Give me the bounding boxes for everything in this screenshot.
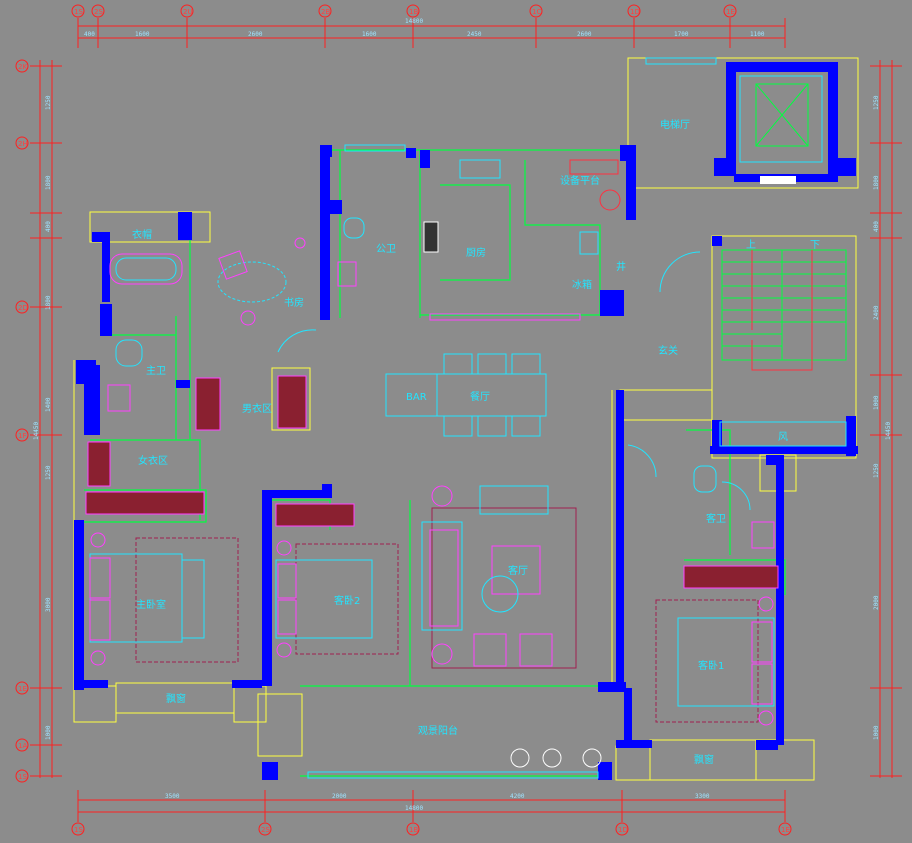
grid-left-2: 2H [18,140,28,148]
top-dim-7: 1700 [674,31,689,38]
label-living: 客厅 [508,564,528,577]
left-dim-2: 1800 [45,175,52,190]
grid-left-5: 1E [18,685,27,693]
bottom-dim-4: 3300 [695,793,710,800]
grid-bottom-5: 1E [781,826,790,834]
bottom-grid-ticks [77,790,786,822]
grid-top-7: 1D [630,8,640,16]
label-guest-room1: 客卧1 [698,659,724,672]
label-guest-bath2: 客卫 [706,512,726,525]
label-cloakroom: 衣帽 [132,228,152,241]
furniture [85,57,779,779]
room-labels: 衣帽 公卫 厨房 设备平台 电梯厅 书房 冰箱 井 玄关 主卫 男衣区 BAR … [132,118,820,766]
grid-top-2: 2S [94,8,103,16]
right-total-dim: 14450 [885,422,892,440]
right-grid-ticks [870,65,902,777]
label-bay-window-left: 飘窗 [166,692,186,705]
grid-bottom-4: 1D [618,826,628,834]
right-dim-5: 1000 [873,395,880,410]
grid-top-3: 2U [183,8,193,16]
top-dim-3: 2600 [248,31,263,38]
grid-labels: 1S 2S 2U 2B 1B 1C 1D 1E 1S 2S 1B 1D 1E 2… [18,8,790,834]
right-dim-2: 1800 [873,175,880,190]
label-dining: 餐厅 [470,390,490,403]
top-total-dim: 14800 [405,18,423,25]
label-study: 书房 [284,296,304,309]
label-bay-window-right: 飘窗 [694,753,714,766]
grid-left-1: 2K [18,63,27,71]
label-master-bath: 主卫 [146,365,166,377]
elevator-shaft [739,75,823,184]
top-grid-ticks [77,18,786,48]
label-equipment-platform: 设备平台 [560,174,600,187]
left-dim-7: 3000 [45,597,52,612]
walls [74,62,858,780]
left-grid-ticks [30,65,62,777]
top-dim-5: 2450 [467,31,482,38]
top-dim-6: 2600 [577,31,592,38]
grid-top-8: 1E [726,8,735,16]
left-dim-8: 1000 [45,725,52,740]
right-dim-7: 2000 [873,595,880,610]
label-men-closet: 男衣区 [242,402,272,415]
bottom-dim-1: 3500 [165,793,180,800]
label-elevator-hall: 电梯厅 [660,118,690,131]
left-dim-6: 1250 [45,465,52,480]
label-wind: 风 [778,431,788,443]
label-guest-room2: 客卧2 [334,594,360,607]
grid-bottom-3: 1B [409,826,418,834]
top-dim-1: 400 [84,31,95,38]
label-foyer: 玄关 [658,344,678,357]
left-dim-5: 1400 [45,397,52,412]
grid-top-1: 1S [74,8,83,16]
left-dim-4: 1800 [45,295,52,310]
grid-bottom-1: 1S [74,826,83,834]
grid-left-7: 1S [18,773,27,781]
right-dim-8: 1000 [873,725,880,740]
grid-top-6: 1C [532,8,541,16]
label-stair-down: 下 [810,240,820,251]
label-balcony: 观景阳台 [418,724,458,737]
grid-bottom-2: 2S [261,826,270,834]
grid-top-5: 1B [409,8,418,16]
grid-left-4: 1F [18,432,26,440]
label-stair-up: 上 [746,239,756,251]
dimension-texts: 14800 400 1600 2600 1600 2450 2600 1700 … [33,18,892,812]
label-fridge: 冰箱 [572,278,592,291]
lines-green [84,149,786,777]
dimension-frame [30,18,902,822]
grid-top-4: 2B [321,8,330,16]
left-total-dim: 14450 [33,422,40,440]
staircase [719,249,847,447]
outline-yellow [73,57,859,781]
right-dim-1: 1250 [873,95,880,110]
grid-bubbles [15,4,792,836]
right-dim-6: 1250 [873,463,880,478]
label-kitchen: 厨房 [466,246,486,259]
label-well: 井 [616,260,626,273]
bottom-dim-2: 2000 [332,793,347,800]
label-master-bedroom: 主卧室 [136,598,166,611]
grid-left-6: 1A [18,742,27,750]
left-dim-1: 1250 [45,95,52,110]
bottom-dim-3: 4200 [510,793,525,800]
label-bar: BAR [406,392,427,403]
left-dim-3: 400 [45,221,52,232]
bottom-total-dim: 14800 [405,805,423,812]
top-dim-4: 1600 [362,31,377,38]
label-guest-bath: 公卫 [376,244,396,255]
right-dim-3: 400 [873,221,880,232]
grid-left-3: 2D [18,304,28,312]
top-dim-8: 1100 [750,31,765,38]
label-women-closet: 女衣区 [138,454,168,467]
top-dim-2: 1600 [135,31,150,38]
right-dim-4: 2400 [873,305,880,320]
